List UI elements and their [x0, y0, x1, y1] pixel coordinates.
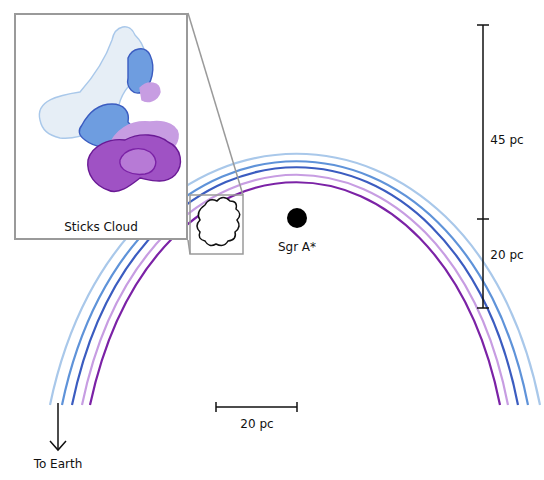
inset-box: Sticks Cloud	[14, 13, 188, 240]
cloud-clump	[88, 135, 181, 192]
inset-ground	[14, 13, 188, 240]
horizontal-scale-bar	[216, 402, 297, 412]
target-label: Sgr A*	[278, 240, 316, 254]
zoom-box	[190, 195, 243, 254]
cloud-symbol	[197, 198, 240, 246]
direction-label: To Earth	[34, 457, 83, 471]
black-hole-dot	[287, 208, 307, 228]
cloud-structure	[39, 27, 180, 192]
cloud-clump	[140, 83, 160, 102]
scale-label: 20 pc	[240, 417, 273, 431]
scale-label: 45 pc	[490, 133, 523, 147]
vertical-scale-bar	[477, 25, 489, 308]
scale-label: 20 pc	[490, 248, 523, 262]
zoom-line	[188, 13, 243, 195]
earth-direction-arrow	[50, 403, 66, 450]
cloud-clump	[120, 149, 156, 175]
inset-title: Sticks Cloud	[16, 220, 186, 234]
